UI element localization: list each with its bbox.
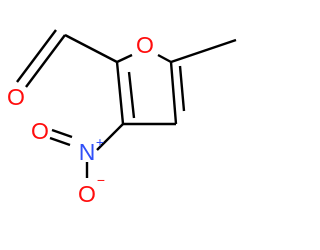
bond-c2-c3-inner [127,71,136,119]
nitro-nitrogen-charge: + [96,134,104,150]
nitro-nitrogen-label: N [79,139,96,165]
bond-c5-methyl [170,38,237,64]
bond-n-o-double-2 [49,136,71,147]
bond-c2-cho [64,33,118,64]
bond-c3-n [96,123,124,151]
bond-o1-c5 [157,53,172,64]
bond-c4-c5 [169,61,178,125]
molecule-structure: O O N + O O − [7,29,237,207]
nitro-oxygen-double-label: O [31,118,49,144]
bond-o1-c2 [116,53,133,64]
bond-c2-c3 [115,61,125,125]
bond-n-o-double [51,128,73,139]
bond-c4-c5-inner [178,65,186,112]
aldehyde-oxygen-label: O [7,84,25,110]
bond-cho-o-double [16,29,57,83]
ring-oxygen-label: O [136,32,154,58]
bond-cho-o [25,34,66,88]
nitro-oxygen-single-charge: − [97,172,105,188]
nitro-oxygen-single-label: O [78,181,96,207]
